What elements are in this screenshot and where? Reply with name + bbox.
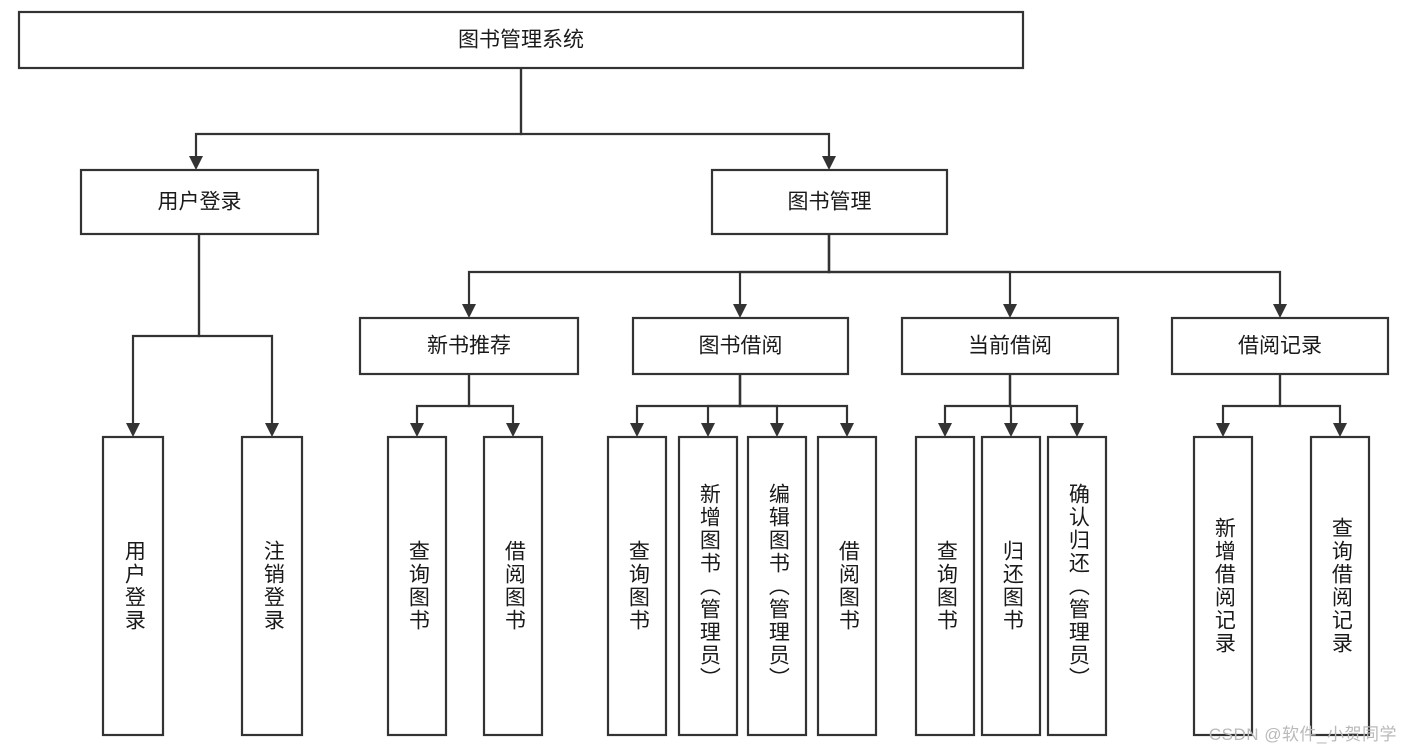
- connector-5: [733, 234, 831, 318]
- level2-node-box-新书推荐[interactable]: [358, 316, 580, 376]
- arrow-head-icon: [506, 423, 520, 437]
- connector-0: [189, 68, 523, 170]
- watermark-text: CSDN @软件_小贺同学: [1208, 725, 1397, 744]
- connector-9: [467, 374, 520, 437]
- arrow-head-icon: [630, 423, 644, 437]
- level2-node-box-图书借阅[interactable]: [631, 316, 850, 376]
- level2-node-box-当前借阅[interactable]: [900, 316, 1120, 376]
- arrow-head-icon: [938, 423, 952, 437]
- connector-14: [938, 374, 1012, 437]
- leaf-node-box-用户登录[interactable]: [101, 435, 165, 737]
- arrow-head-icon: [1273, 304, 1287, 318]
- root-node-label: 图书管理系统: [458, 29, 584, 52]
- node-box-layer: [17, 10, 1390, 737]
- arrow-head-icon: [1333, 423, 1347, 437]
- connector-16: [1008, 374, 1084, 437]
- arrow-head-icon: [770, 423, 784, 437]
- level2-node-label: 当前借阅: [968, 335, 1052, 358]
- connector-4: [462, 234, 831, 318]
- leaf-node-box-新增借阅记录[interactable]: [1192, 435, 1254, 737]
- level1-node-box-图书管理[interactable]: [710, 168, 949, 236]
- arrow-head-icon: [126, 423, 140, 437]
- connector-6: [827, 234, 1017, 318]
- leaf-node-box-查询图书[interactable]: [606, 435, 668, 737]
- root-node-box-图书管理系统[interactable]: [17, 10, 1025, 70]
- level1-node-box-用户登录[interactable]: [79, 168, 320, 236]
- leaf-node-box-查询图书[interactable]: [914, 435, 976, 737]
- arrow-head-icon: [840, 423, 854, 437]
- level2-node-box-借阅记录[interactable]: [1170, 316, 1390, 376]
- leaf-node-box-注销登录[interactable]: [240, 435, 304, 737]
- arrow-head-icon: [1216, 423, 1230, 437]
- leaf-node-box-编辑图书管理员[interactable]: [746, 435, 808, 737]
- level2-node-label: 借阅记录: [1238, 335, 1322, 358]
- leaf-node-box-查询借阅记录[interactable]: [1309, 435, 1371, 737]
- arrow-head-icon: [410, 423, 424, 437]
- connector-3: [197, 234, 279, 437]
- arrow-head-icon: [701, 423, 715, 437]
- connector-layer: [126, 68, 1347, 437]
- leaf-node-box-归还图书[interactable]: [980, 435, 1042, 737]
- connector-8: [410, 374, 471, 437]
- level1-node-label: 用户登录: [158, 191, 242, 214]
- arrow-head-icon: [822, 156, 836, 170]
- connector-18: [1278, 374, 1347, 437]
- connector-13: [738, 374, 854, 437]
- arrow-head-icon: [1004, 423, 1018, 437]
- connector-17: [1216, 374, 1282, 437]
- level1-node-label: 图书管理: [788, 191, 872, 214]
- connector-7: [827, 234, 1287, 318]
- arrow-head-icon: [265, 423, 279, 437]
- arrow-head-icon: [1003, 304, 1017, 318]
- leaf-node-box-新增图书管理员[interactable]: [677, 435, 739, 737]
- leaf-node-box-借阅图书[interactable]: [482, 435, 544, 737]
- leaf-node-box-确认归还管理员[interactable]: [1046, 435, 1108, 737]
- leaf-node-box-查询图书[interactable]: [386, 435, 448, 737]
- arrow-head-icon: [189, 156, 203, 170]
- connector-2: [126, 234, 201, 437]
- leaf-node-box-借阅图书[interactable]: [816, 435, 878, 737]
- level2-node-label: 图书借阅: [699, 335, 783, 358]
- connector-1: [519, 68, 836, 170]
- arrow-head-icon: [1070, 423, 1084, 437]
- arrow-head-icon: [733, 304, 747, 318]
- level2-node-label: 新书推荐: [427, 335, 511, 358]
- arrow-head-icon: [462, 304, 476, 318]
